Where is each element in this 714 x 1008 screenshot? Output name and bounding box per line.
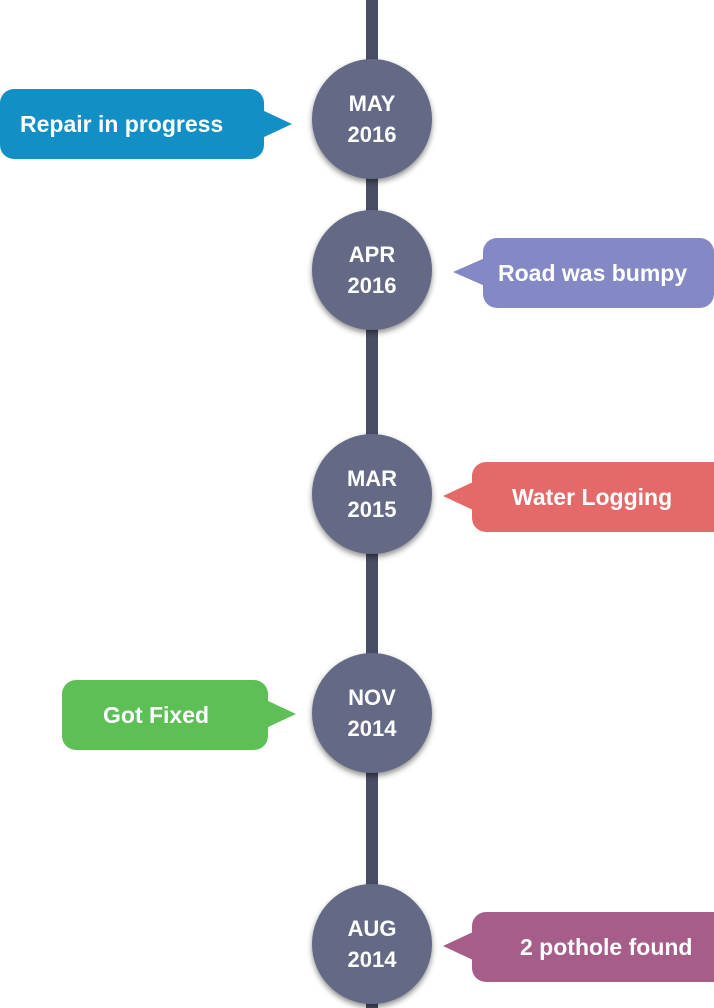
event-label: Water Logging bbox=[512, 483, 673, 510]
date-node-mar-2015: MAR 2015 bbox=[312, 434, 432, 554]
date-node-may-2016: MAY 2016 bbox=[312, 59, 432, 179]
date-year: 2014 bbox=[347, 947, 397, 972]
event-label: Road was bumpy bbox=[498, 259, 688, 286]
event-callout-repair-in-progress: Repair in progress bbox=[0, 89, 264, 159]
callout-pointer bbox=[262, 110, 292, 138]
date-year: 2015 bbox=[347, 497, 397, 522]
date-node-aug-2014: AUG 2014 bbox=[312, 884, 432, 1004]
date-month: APR bbox=[348, 242, 396, 267]
callout-pointer bbox=[443, 482, 473, 510]
event-callout-road-was-bumpy: Road was bumpy bbox=[483, 238, 714, 308]
date-year: 2016 bbox=[347, 122, 397, 147]
date-year: 2014 bbox=[347, 716, 397, 741]
date-node-apr-2016: APR 2016 bbox=[312, 210, 432, 330]
date-month: MAY bbox=[348, 91, 396, 116]
callout-pointer bbox=[443, 932, 473, 960]
callout-pointer bbox=[266, 700, 296, 728]
date-node-nov-2014: NOV 2014 bbox=[312, 653, 432, 773]
date-month: NOV bbox=[348, 685, 396, 710]
date-month: AUG bbox=[347, 916, 397, 941]
date-month: MAR bbox=[346, 466, 398, 491]
callout-pointer bbox=[453, 258, 485, 286]
event-label: Repair in progress bbox=[20, 110, 224, 137]
event-label: Got Fixed bbox=[103, 701, 210, 728]
event-label: 2 pothole found bbox=[520, 933, 693, 960]
date-year: 2016 bbox=[347, 273, 397, 298]
event-callout-water-logging: Water Logging bbox=[472, 462, 714, 532]
event-callout-2-pothole-found: 2 pothole found bbox=[472, 912, 714, 982]
event-callout-got-fixed: Got Fixed bbox=[62, 680, 268, 750]
